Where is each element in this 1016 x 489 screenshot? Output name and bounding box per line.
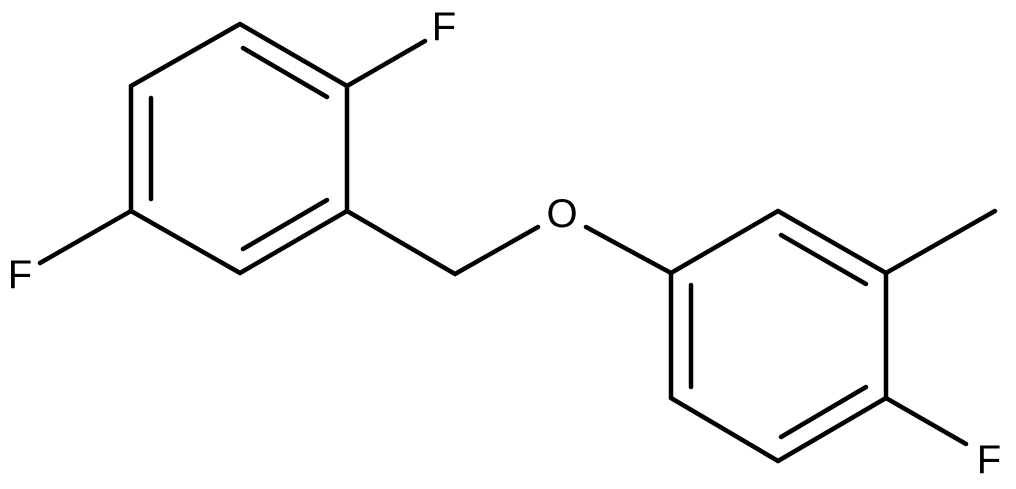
bond-c5-f-left [37, 208, 134, 266]
bond-c8-c9 [775, 208, 889, 276]
bond-c7-c8 [668, 208, 781, 276]
bond-c4-c5 [128, 208, 243, 276]
bond-c8-c9-inner [778, 232, 869, 287]
bond-c10-f-right [883, 395, 969, 447]
bond-c10-c11 [775, 395, 889, 464]
bond-c1-c2 [237, 21, 350, 89]
bond-c2-f-top [344, 38, 428, 89]
left-benzene-ring [128, 21, 350, 276]
bond-ch2-o [452, 224, 541, 277]
oxygen-label: O [546, 192, 577, 236]
bond-c3-ch2 [344, 208, 458, 277]
fluorine-label-right: F [977, 438, 1001, 482]
bond-c1-c2-inner [240, 45, 330, 100]
right-benzene-ring [668, 208, 889, 464]
bond-c11-c12 [668, 395, 781, 464]
fluorine-label-top: F [432, 5, 456, 49]
bond-c9-methyl [883, 208, 998, 276]
bond-c6-c1 [128, 21, 243, 89]
fluorine-label-left: F [8, 253, 32, 297]
bond-c10-c11-inner [778, 384, 869, 440]
bond-o-c7 [583, 224, 674, 276]
bond-c3-c4-inner [240, 197, 330, 252]
bond-c3-c4 [237, 208, 350, 276]
